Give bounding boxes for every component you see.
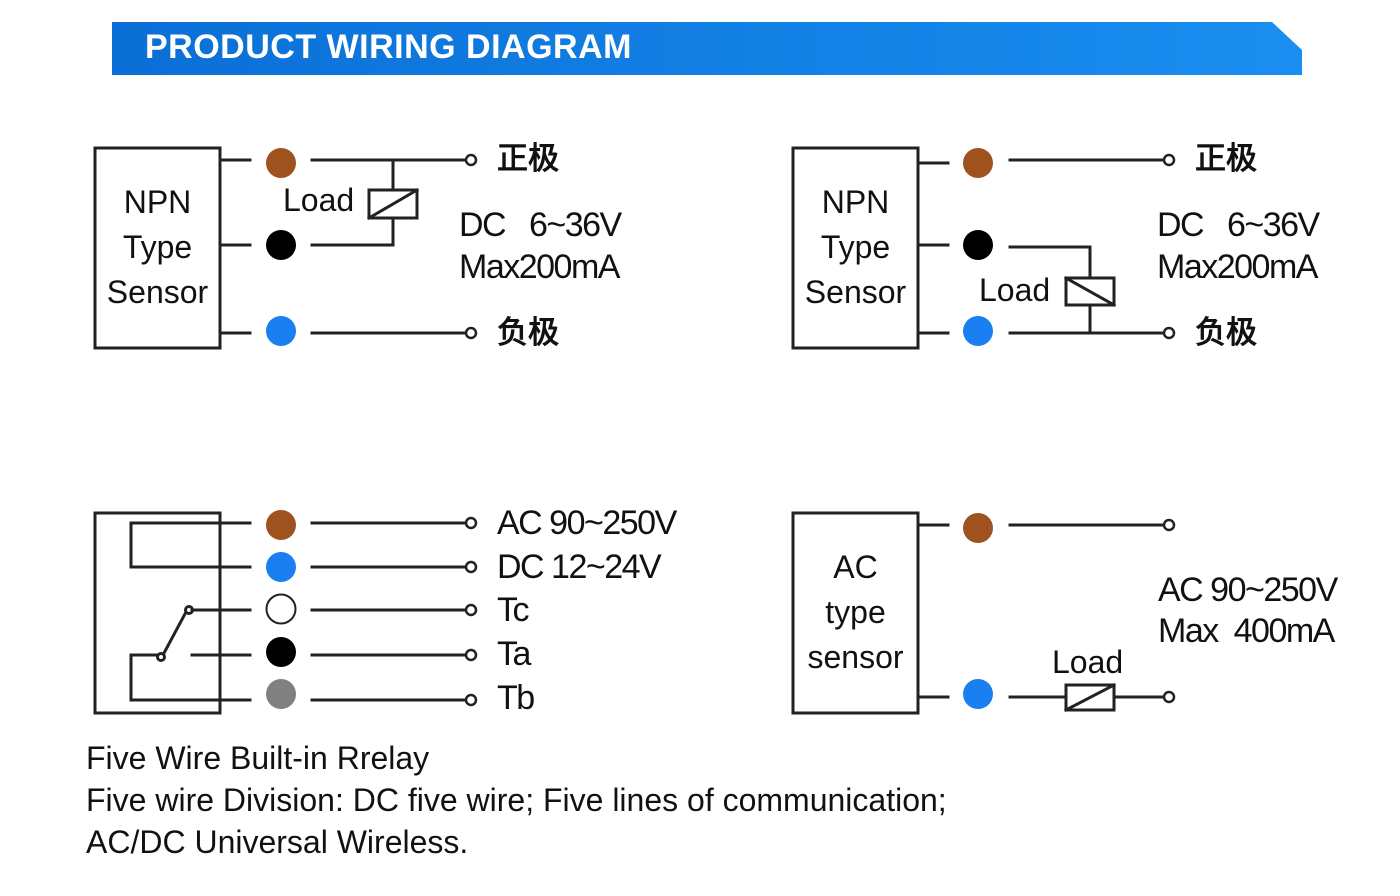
- positive-pole-label: 正极: [497, 141, 559, 177]
- black-wire-dot: [266, 230, 296, 260]
- sensor-box: [791, 511, 920, 715]
- terminal-label: Tc: [497, 591, 530, 629]
- wire-dots: [265, 148, 993, 709]
- current-spec: Max 400mA: [1158, 612, 1335, 650]
- load-label: Load: [1052, 644, 1124, 680]
- npn-diagram-right: [791, 146, 1165, 350]
- sensor-box-label: NPN Type Sensor: [106, 184, 209, 310]
- load-label: Load: [979, 272, 1051, 308]
- load-coil: [1064, 683, 1116, 712]
- npn-diagram-left: [93, 146, 467, 350]
- load-label: Load: [283, 182, 355, 218]
- blue-wire-dot: [963, 679, 993, 709]
- blue-wire-dot: [963, 316, 993, 346]
- current-spec: Max200mA: [1157, 248, 1318, 286]
- page-title: PRODUCT WIRING DIAGRAM: [145, 28, 632, 66]
- terminal-label: AC 90~250V: [497, 504, 677, 542]
- gray-wire-dot: [266, 679, 296, 709]
- sensor-box: [791, 146, 920, 350]
- brown-wire-dot: [963, 513, 993, 543]
- terminal-label: DC 12~24V: [497, 548, 662, 586]
- black-wire-dot: [266, 637, 296, 667]
- blue-wire-dot: [266, 316, 296, 346]
- sensor-box-label: NPN Type Sensor: [804, 184, 907, 310]
- relay-diagram: [93, 511, 467, 715]
- brown-wire-dot: [266, 510, 296, 540]
- ac-diagram: [791, 511, 1165, 715]
- blue-wire-dot: [266, 552, 296, 582]
- positive-pole-label: 正极: [1195, 141, 1257, 177]
- black-wire-dot: [963, 230, 993, 260]
- sensor-box-label: AC type sensor: [807, 549, 904, 675]
- terminal-label: Ta: [497, 635, 531, 673]
- caption-line: AC/DC Universal Wireless.: [86, 824, 469, 860]
- current-spec: Max200mA: [459, 248, 620, 286]
- caption-line: Five wire Division: DC five wire; Five l…: [86, 782, 947, 818]
- banner-shape: [112, 22, 1302, 75]
- negative-pole-label: 负极: [497, 315, 559, 351]
- load-coil: [1064, 276, 1116, 307]
- relay-box: [93, 511, 222, 715]
- voltage-spec: AC 90~250V: [1158, 571, 1338, 609]
- voltage-spec: DC 6~36V: [459, 206, 622, 244]
- voltage-spec: DC 6~36V: [1157, 206, 1320, 244]
- terminal-label: Tb: [497, 679, 535, 717]
- terminals: [464, 153, 1176, 707]
- sensor-box: [93, 146, 222, 350]
- header-banner: [112, 22, 1302, 75]
- white-wire-dot: [265, 593, 297, 625]
- brown-wire-dot: [266, 148, 296, 178]
- negative-pole-label: 负极: [1195, 315, 1257, 351]
- brown-wire-dot: [963, 148, 993, 178]
- load-coil: [367, 188, 419, 220]
- caption-line: Five Wire Built-in Rrelay: [86, 740, 430, 776]
